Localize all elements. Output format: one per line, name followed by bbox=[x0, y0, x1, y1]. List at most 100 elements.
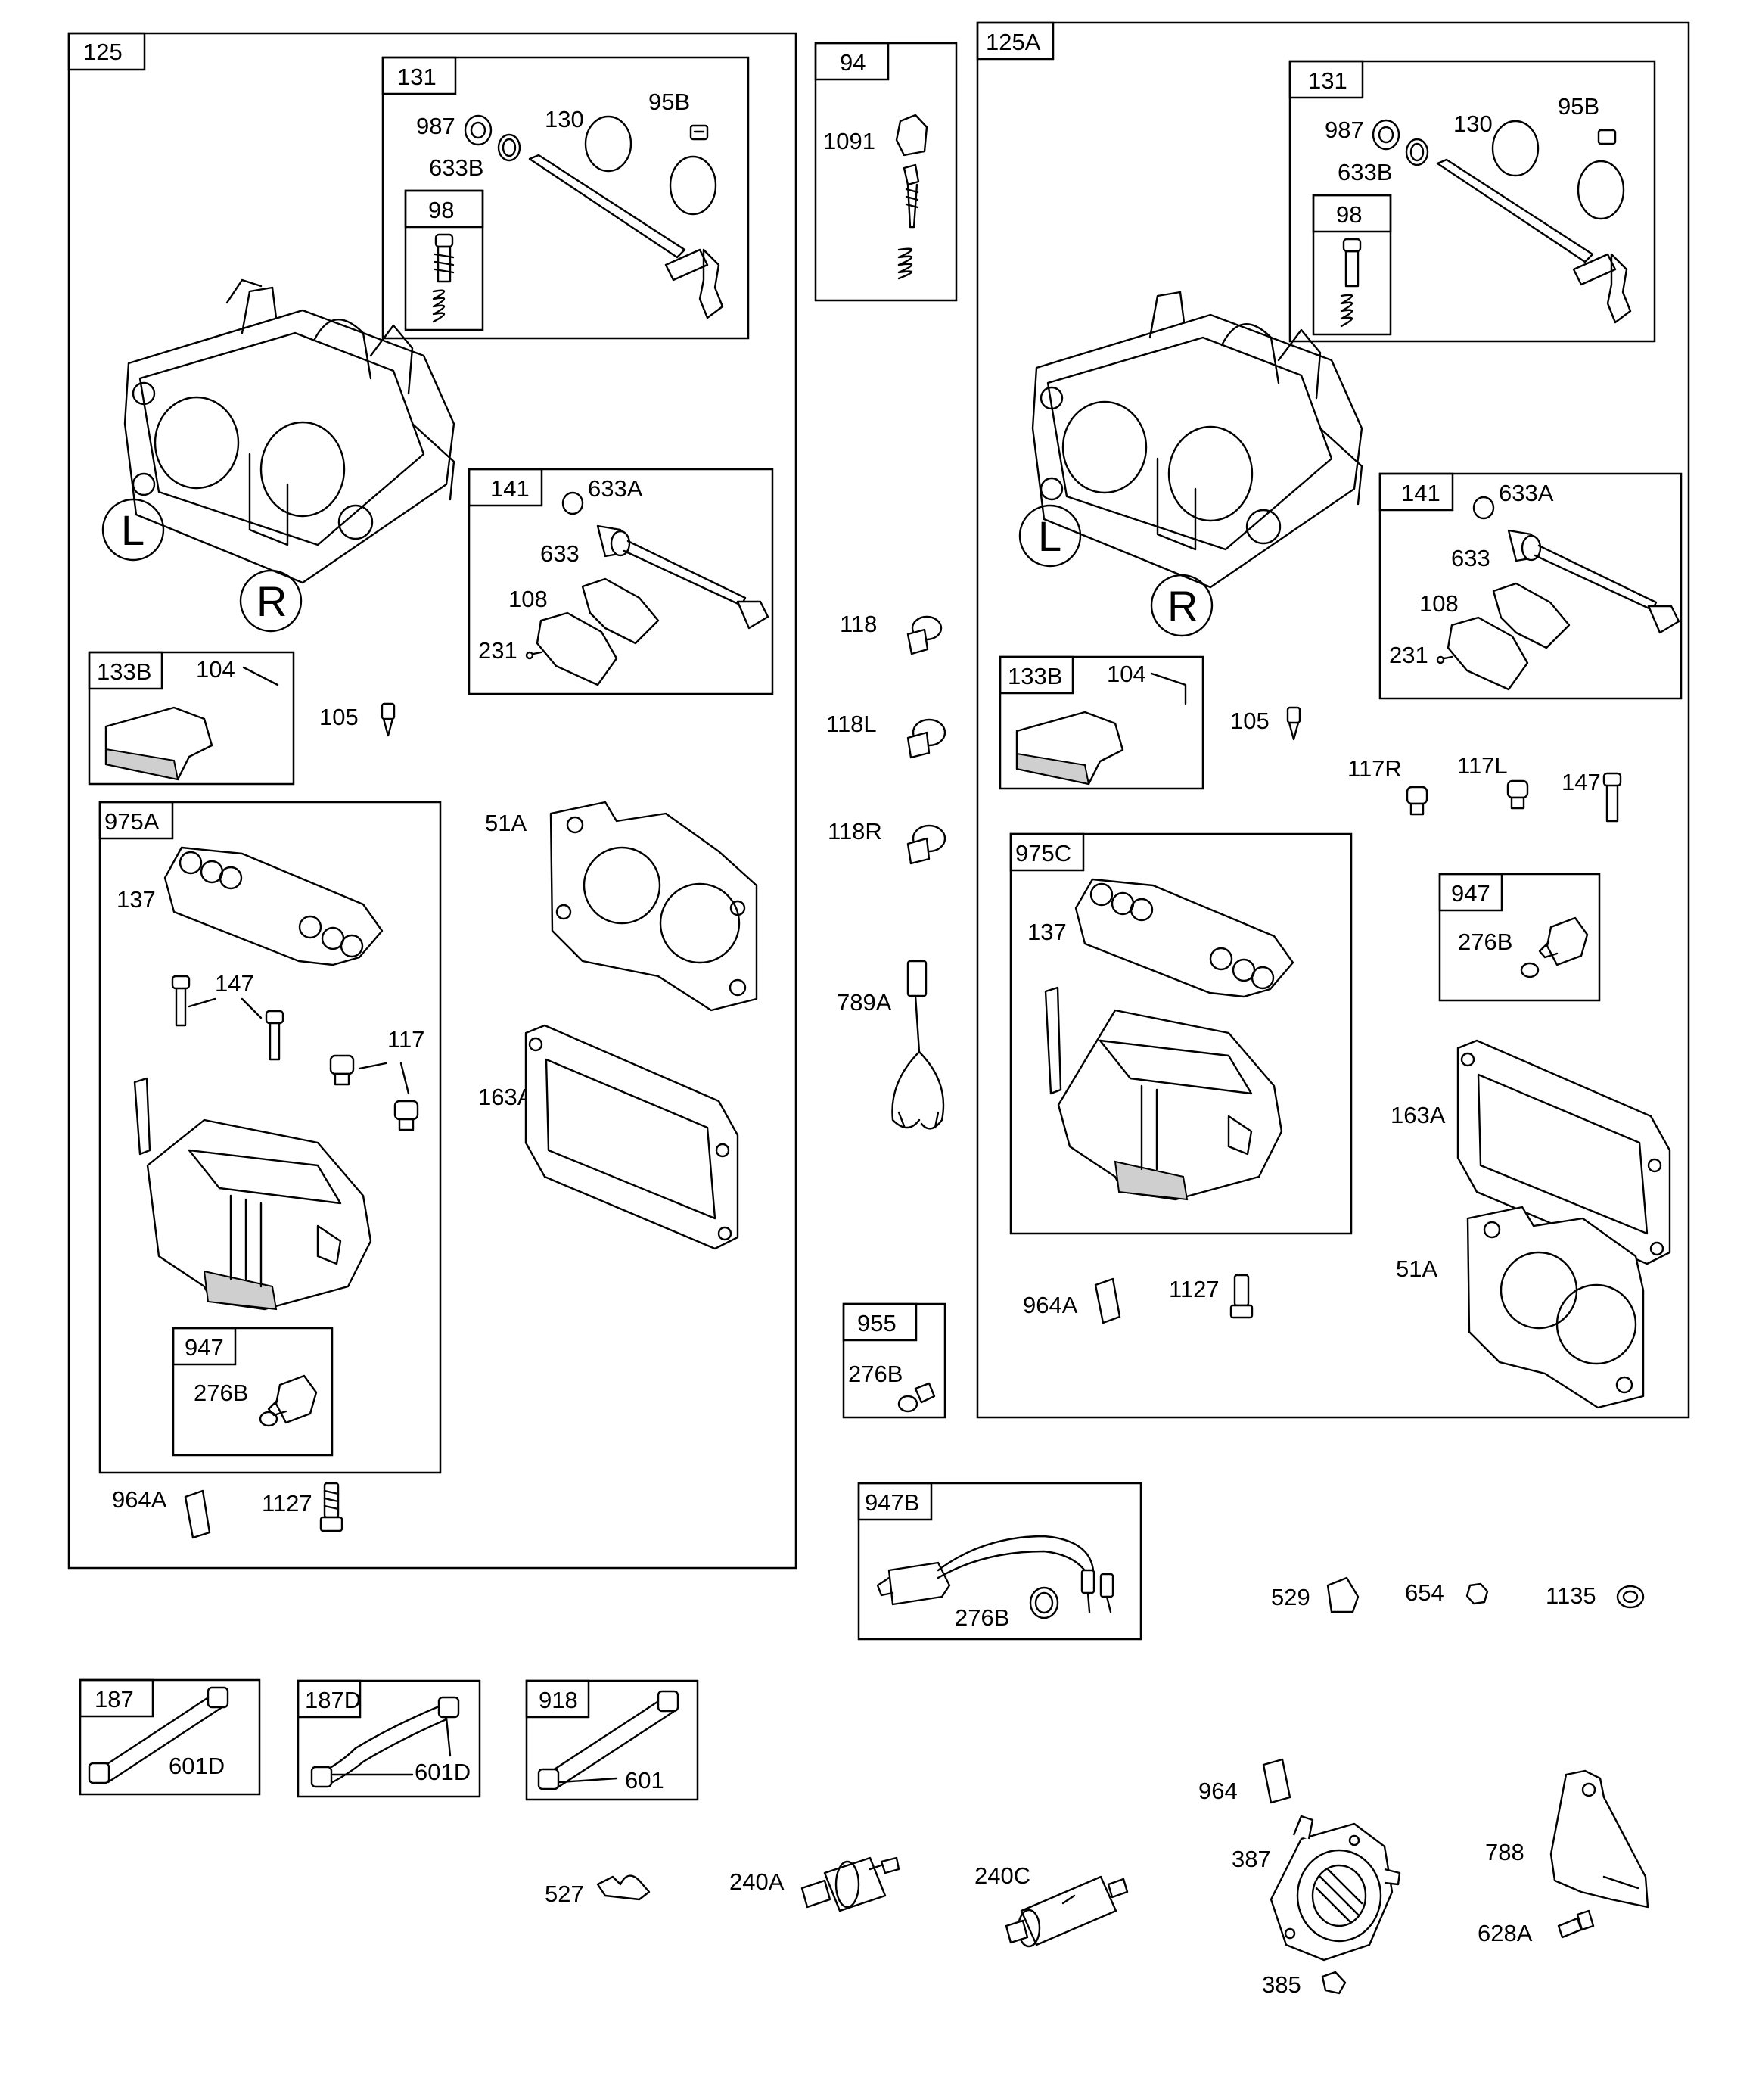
subgroup-947-label: 947 bbox=[185, 1334, 224, 1361]
part-240c-label: 240C bbox=[974, 1862, 1030, 1889]
part-633a-label: 633A bbox=[588, 475, 643, 502]
part-231-right-label: 231 bbox=[1389, 642, 1428, 668]
right-side-marker-right bbox=[1150, 574, 1214, 637]
part-118l-label: 118L bbox=[826, 711, 877, 737]
group-125-label: 125 bbox=[83, 39, 123, 65]
jet-117-icon bbox=[329, 1054, 419, 1131]
jet-147-icon bbox=[171, 975, 284, 1061]
left-side-marker-right bbox=[1018, 504, 1082, 568]
group-125a-label: 125A bbox=[986, 29, 1041, 55]
subgroup-947-right-label: 947 bbox=[1451, 880, 1490, 907]
needle-105-icon bbox=[381, 702, 396, 737]
part-163a-right-label: 163A bbox=[1391, 1102, 1446, 1128]
subgroup-98-label: 98 bbox=[428, 197, 454, 223]
screw-1127-right-icon bbox=[1229, 1274, 1254, 1319]
ring-633b-icon bbox=[497, 133, 521, 162]
part-628a-label: 628A bbox=[1478, 1920, 1533, 1946]
clamp-527-icon bbox=[596, 1874, 651, 1901]
idle-screw-98-icon bbox=[432, 233, 455, 323]
group-94: 94 1091 bbox=[814, 42, 958, 302]
throttle-plate-130-icon bbox=[584, 115, 632, 173]
part-633-right-label: 633 bbox=[1451, 545, 1490, 571]
part-1127-right-label: 1127 bbox=[1169, 1276, 1220, 1302]
part-130-label: 130 bbox=[545, 106, 584, 132]
part-654-label: 654 bbox=[1405, 1579, 1444, 1606]
screw-231-icon bbox=[525, 651, 542, 660]
sleeve-964-icon bbox=[1262, 1758, 1291, 1804]
group-918: 918 601 bbox=[525, 1679, 699, 1801]
plug-633a-icon bbox=[561, 491, 584, 515]
jet-118r-icon bbox=[906, 824, 946, 865]
part-118r-label: 118R bbox=[828, 818, 882, 845]
group-125: 125 131 987 130 95B 633B 98 bbox=[67, 32, 797, 1570]
part-385-label: 385 bbox=[1262, 1971, 1301, 1998]
group-947b-label: 947B bbox=[865, 1489, 919, 1516]
part-117l-label: 117L bbox=[1457, 752, 1508, 779]
part-1135-label: 1135 bbox=[1546, 1582, 1596, 1609]
part-1127-label: 1127 bbox=[262, 1490, 312, 1517]
solenoid-947-icon bbox=[259, 1374, 318, 1427]
part-240a-label: 240A bbox=[729, 1868, 785, 1895]
part-276b-right-label: 276B bbox=[1458, 929, 1512, 955]
part-633b-right-label: 633B bbox=[1338, 159, 1392, 185]
right-side-marker-right-label: R bbox=[1167, 582, 1198, 630]
gasket-137-icon bbox=[163, 846, 384, 966]
group-187d-label: 187D bbox=[305, 1687, 361, 1713]
jet-147-right-icon bbox=[1602, 772, 1622, 823]
subgroup-98-right-label: 98 bbox=[1336, 201, 1362, 228]
plug-955-icon bbox=[897, 1382, 936, 1413]
fitting-385-icon bbox=[1321, 1971, 1347, 1995]
part-117r-label: 117R bbox=[1347, 755, 1402, 782]
screw-1127-icon bbox=[319, 1482, 343, 1532]
sleeve-964a-right-icon bbox=[1094, 1277, 1121, 1324]
part-104-right-label: 104 bbox=[1107, 661, 1146, 687]
part-633b-label: 633B bbox=[429, 154, 483, 181]
screw-95b-icon bbox=[689, 124, 709, 141]
jet-118l-icon bbox=[906, 718, 946, 759]
part-130-right-label: 130 bbox=[1453, 110, 1493, 137]
part-788-label: 788 bbox=[1485, 1839, 1524, 1865]
part-95b-label: 95B bbox=[648, 89, 690, 115]
part-163a-label: 163A bbox=[478, 1084, 533, 1110]
subgroup-141-right-label: 141 bbox=[1401, 480, 1440, 506]
subgroup-975c-label: 975C bbox=[1015, 840, 1071, 866]
subgroup-975a-label: 975A bbox=[104, 808, 160, 835]
part-1091-label: 1091 bbox=[823, 128, 875, 154]
choke-shaft-633-icon bbox=[596, 524, 769, 630]
wire-harness-789a-icon bbox=[891, 960, 945, 1130]
part-964a-label: 964A bbox=[112, 1486, 167, 1513]
group-94-label: 94 bbox=[840, 49, 866, 76]
part-137-right-label: 137 bbox=[1027, 919, 1067, 945]
part-118-label: 118 bbox=[840, 611, 877, 637]
throttle-shaft-icon bbox=[528, 154, 686, 259]
fuel-solenoid-947b-icon bbox=[876, 1535, 1114, 1619]
part-105-right-label: 105 bbox=[1230, 708, 1270, 734]
sleeve-964a-icon bbox=[184, 1489, 211, 1539]
right-side-marker bbox=[239, 569, 303, 633]
part-601-label: 601 bbox=[625, 1767, 664, 1794]
gasket-51a-icon: 51A bbox=[485, 801, 758, 1012]
subgroup-947-right: 947 276B bbox=[1438, 873, 1601, 1002]
subgroup-133b-right: 133B 104 bbox=[999, 655, 1204, 790]
clip-529-icon bbox=[1326, 1576, 1360, 1613]
gasket-163a-right-icon: 163A bbox=[1391, 1039, 1671, 1265]
right-side-marker-label: R bbox=[256, 577, 287, 625]
part-147-label: 147 bbox=[215, 970, 254, 997]
carburetor-body-left-icon bbox=[123, 278, 455, 584]
part-601d-2-label: 601D bbox=[415, 1759, 471, 1785]
left-side-marker-right-label: L bbox=[1038, 512, 1061, 560]
part-147-right-label: 147 bbox=[1562, 769, 1601, 795]
subgroup-975c-right: 975C 137 bbox=[1009, 832, 1353, 1235]
subgroup-141-right: 141 633A 633 108 231 bbox=[1378, 472, 1683, 700]
gasket-51a-right-icon: 51A bbox=[1396, 1206, 1645, 1409]
part-964a-right-label: 964A bbox=[1023, 1292, 1078, 1318]
jet-118-icon bbox=[906, 615, 943, 655]
gasket-163a-icon: 163A bbox=[478, 1024, 739, 1250]
subgroup-141-left: 141 633A 633 108 231 bbox=[468, 468, 774, 695]
part-527-label: 527 bbox=[545, 1881, 584, 1907]
washer-1135-icon bbox=[1616, 1585, 1645, 1609]
part-987-right-label: 987 bbox=[1325, 117, 1364, 143]
seal-987-icon bbox=[464, 114, 493, 146]
subgroup-133b-right-label: 133B bbox=[1008, 663, 1062, 689]
